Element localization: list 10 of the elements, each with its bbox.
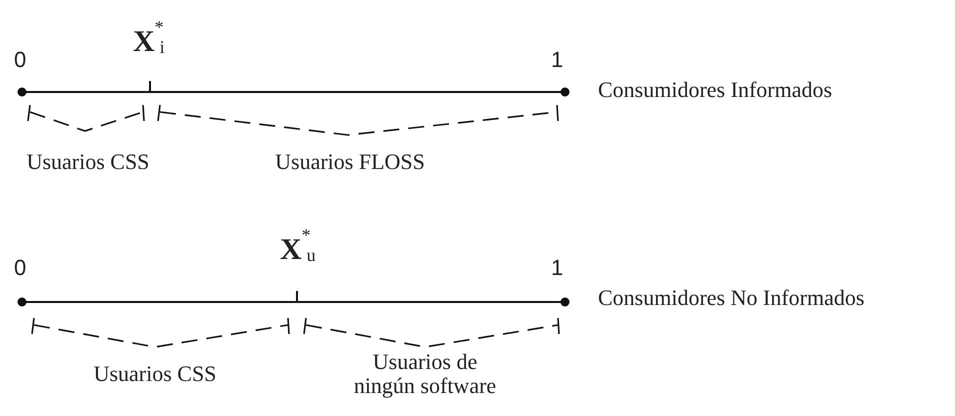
segment-label: Usuarios CSS: [92, 362, 218, 386]
segment-label: Usuarios FLOSS: [274, 150, 426, 174]
segment-label: Usuarios de ningún software: [352, 350, 498, 398]
segment-label: Usuarios CSS: [26, 150, 150, 174]
line-title: Consumidores Informados: [598, 78, 832, 102]
axis-value: 0: [14, 48, 26, 72]
axis-value: 1: [551, 256, 564, 280]
line-title: Consumidores No Informados: [598, 286, 864, 310]
axis-value: 0: [14, 256, 26, 280]
axis-value: 1: [551, 48, 564, 72]
